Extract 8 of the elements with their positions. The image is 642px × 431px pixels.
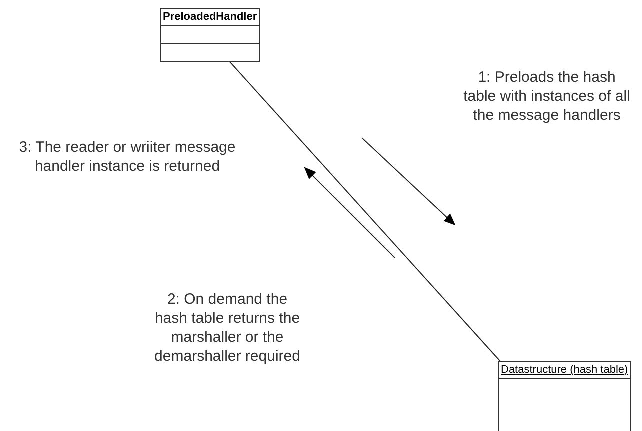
association-line: [230, 62, 500, 362]
message-label: 2: On demand the hash table returns the marshaller or the demarshaller required: [154, 290, 302, 366]
class-name: Datastructure (hash table): [501, 364, 628, 376]
class-name: PreloadedHandler: [163, 11, 258, 23]
class-box: [498, 361, 632, 431]
message-label: 1: Preloads the hash table with instances of all the message handlers: [462, 68, 632, 125]
class-box: [160, 8, 260, 62]
message-label: 3: The reader or wriiter message handler instance is returned: [18, 138, 237, 176]
